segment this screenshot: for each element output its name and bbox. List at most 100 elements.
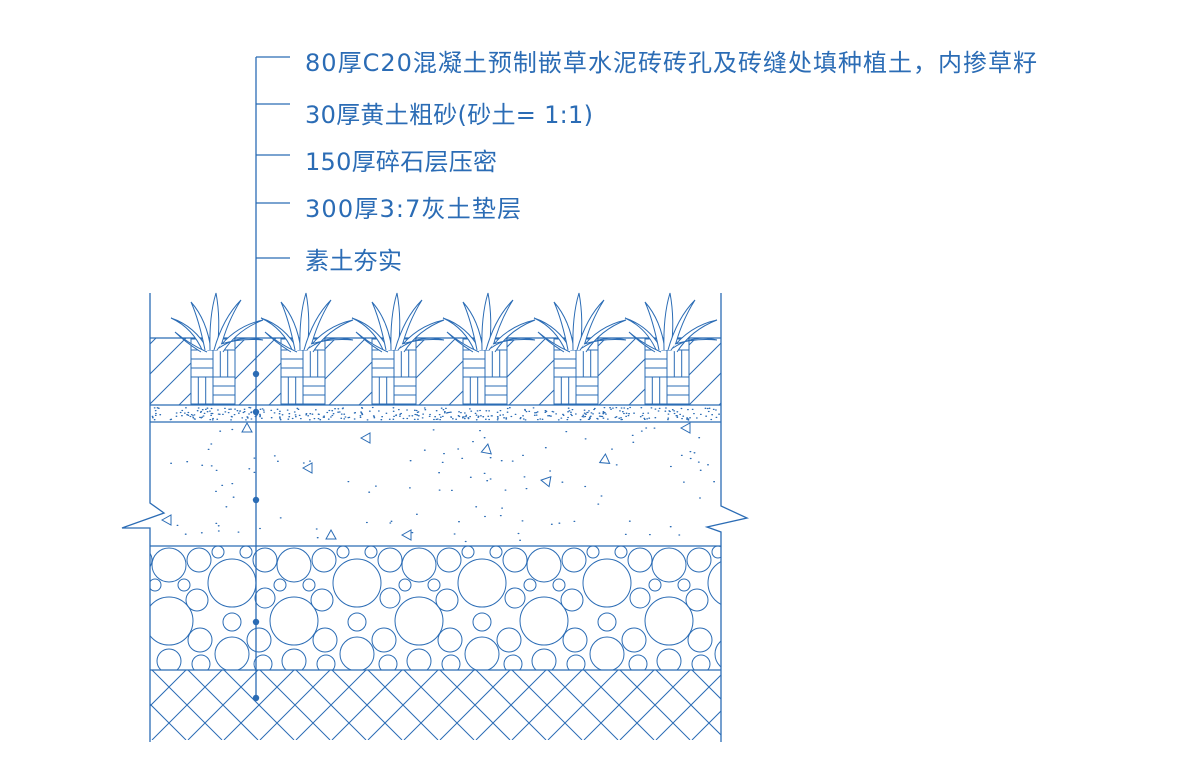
aggregate-triangle bbox=[540, 476, 552, 488]
aggregate-stone bbox=[222, 612, 242, 632]
aggregate-stone bbox=[378, 654, 398, 670]
grass-blade bbox=[280, 301, 302, 351]
aggregate-stone bbox=[364, 546, 378, 559]
aggregate-stone bbox=[627, 547, 653, 573]
grass-tuft bbox=[170, 292, 264, 353]
aggregate-stone bbox=[502, 547, 528, 573]
section-edge-left bbox=[121, 293, 166, 742]
aggregate-stone bbox=[427, 578, 441, 592]
aggregate-stone bbox=[457, 558, 507, 608]
leader-dot-crushed-stone bbox=[252, 496, 260, 504]
callout-label-sand: 30厚黄土粗砂(砂土= 1:1) bbox=[305, 101, 593, 129]
grass-blade bbox=[306, 319, 354, 353]
aggregate-stone bbox=[371, 627, 397, 653]
aggregate-stone bbox=[252, 547, 278, 573]
aggregate-stone bbox=[464, 636, 500, 670]
callout-labels: 80厚C20混凝土预制嵌草水泥砖砖孔及砖缝处填种植土，内掺草籽 30厚黄土粗砂(… bbox=[305, 49, 1037, 275]
grass-blade bbox=[216, 319, 264, 353]
grass-blade bbox=[667, 299, 696, 351]
callout-label-paver: 80厚C20混凝土预制嵌草水泥砖砖孔及砖缝处填种植土，内掺草籽 bbox=[305, 49, 1037, 77]
aggregate-stone bbox=[621, 627, 647, 653]
aggregate-stone bbox=[629, 587, 651, 609]
aggregate-stone bbox=[436, 547, 462, 573]
aggregate-stone bbox=[472, 612, 492, 632]
aggregate-stone bbox=[151, 547, 187, 583]
grass-blade bbox=[576, 299, 605, 351]
aggregate-stone bbox=[614, 546, 628, 559]
aggregate-stone bbox=[156, 648, 182, 670]
aggregate-stone bbox=[685, 588, 709, 612]
grass-blade bbox=[672, 337, 718, 349]
grass-blade bbox=[553, 301, 575, 351]
aggregate-stone bbox=[311, 547, 337, 573]
aggregate-triangle bbox=[301, 462, 313, 474]
aggregate-stone bbox=[561, 547, 587, 573]
aggregate-stone bbox=[523, 578, 537, 592]
aggregate-stone bbox=[687, 627, 713, 653]
aggregate-stone bbox=[552, 578, 566, 592]
grass-blade bbox=[572, 292, 583, 351]
aggregate-stone bbox=[441, 654, 461, 670]
aggregate-stone bbox=[566, 654, 586, 670]
grass-blade bbox=[308, 337, 354, 349]
grass-tuft bbox=[624, 292, 718, 353]
grass-blade bbox=[628, 331, 662, 353]
grass-blade bbox=[390, 292, 401, 351]
aggregate-stone bbox=[648, 578, 662, 592]
aggregate-stone bbox=[562, 627, 588, 653]
grass-blade bbox=[481, 292, 492, 351]
crushed-stone-layer bbox=[160, 421, 716, 543]
aggregate-stone bbox=[582, 558, 632, 608]
grass-blade bbox=[371, 301, 393, 351]
aggregate-stone bbox=[503, 654, 523, 670]
aggregate-stone bbox=[269, 596, 319, 646]
aggregate-stone bbox=[379, 587, 401, 609]
grass-blade bbox=[264, 331, 298, 353]
grass-blade bbox=[446, 331, 480, 353]
aggregate-stone bbox=[504, 587, 526, 609]
grass-blade bbox=[537, 331, 571, 353]
grass-blade bbox=[488, 319, 536, 353]
aggregate-stone bbox=[526, 547, 562, 583]
aggregate-stone bbox=[239, 546, 253, 559]
aggregate-stone bbox=[531, 648, 557, 670]
aggregate-stone bbox=[347, 612, 367, 632]
aggregate-stone bbox=[714, 640, 721, 668]
aggregate-triangle bbox=[241, 421, 253, 433]
aggregate-stone bbox=[150, 596, 194, 646]
aggregate-stone bbox=[489, 546, 503, 559]
aggregate-stone bbox=[253, 654, 273, 670]
aggregate-stone bbox=[310, 588, 334, 612]
grass-blade bbox=[213, 299, 242, 351]
grass-blade bbox=[299, 292, 310, 351]
aggregate-stone bbox=[644, 596, 694, 646]
callout-leader bbox=[252, 56, 290, 702]
aggregate-stone bbox=[191, 654, 211, 670]
aggregate-triangle bbox=[400, 529, 412, 541]
aggregate-stone bbox=[254, 587, 276, 609]
grass-blade bbox=[462, 301, 484, 351]
section-edge-right bbox=[704, 293, 750, 742]
aggregate-triangle bbox=[160, 514, 172, 526]
aggregate-stone bbox=[150, 578, 162, 592]
aggregate-stone bbox=[597, 612, 617, 632]
aggregate-stone bbox=[651, 547, 687, 583]
callout-label-lime-soil: 300厚3:7灰土垫层 bbox=[305, 195, 521, 223]
aggregate-stone bbox=[302, 578, 316, 592]
leader-dot-paver bbox=[252, 370, 260, 378]
grass-tuft bbox=[351, 292, 445, 353]
callout-label-crushed-stone: 150厚碎石层压密 bbox=[305, 148, 497, 176]
grass-blade bbox=[579, 319, 627, 353]
aggregate-stone bbox=[711, 546, 721, 559]
aggregate-stone bbox=[707, 561, 721, 605]
aggregate-stone bbox=[656, 648, 682, 670]
crushed-stone-stipple bbox=[170, 427, 716, 543]
grass-tuft bbox=[260, 292, 354, 353]
aggregate-stone bbox=[519, 596, 569, 646]
aggregate-stone bbox=[316, 654, 336, 670]
grass-blade bbox=[190, 301, 212, 351]
aggregate-stone bbox=[377, 547, 403, 573]
grass-blade bbox=[581, 337, 627, 349]
grass-blade bbox=[394, 299, 423, 351]
